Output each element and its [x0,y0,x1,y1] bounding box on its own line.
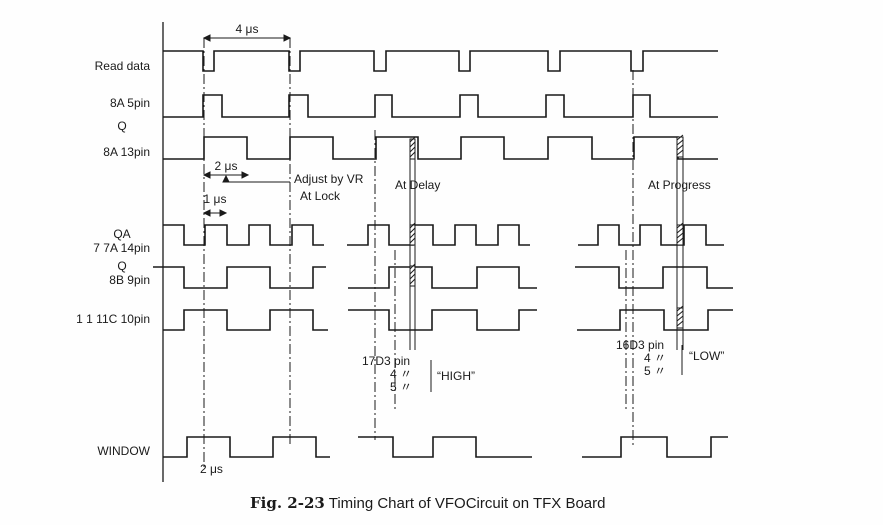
waveform-11c-10pin [163,309,733,331]
label-17d3-pin: 17D3 pin [362,354,410,368]
hatch-delay-14pin [409,222,416,246]
label-high-pin5: 5 〃 [390,380,412,394]
signal-label-7a-14pin: 7 7A 14pin [93,241,150,255]
arrow-1us [202,209,228,217]
waveform-read-data [163,50,718,72]
signal-label-8a-5pin: 8A 5pin [110,96,150,110]
signal-label-11c-10pin: 1 1 11C 10pin [76,312,150,326]
figure-title: Timing Chart of VFOCircuit on TFX Board [328,495,606,512]
label-low-state: “LOW” [689,349,724,363]
label-1us: 1 μs [204,192,227,206]
label-low-pin5: 5 〃 [644,364,666,378]
arrow-4us [202,34,292,42]
label-high-state: “HIGH” [437,369,475,383]
waveform-8a-5pin [163,94,718,118]
hatch-progress-14pin [676,222,684,246]
label-adjust-by-vr: Adjust by VR [294,172,364,186]
figure-caption: Fig. 2-23 Timing Chart of VFOCircuit on … [250,494,606,512]
label-2us: 2 μs [215,159,238,173]
signal-sublabel-7a-14pin: QA [113,227,130,241]
hatch-progress-13pin [676,134,684,158]
label-at-lock: At Lock [300,189,341,203]
waveform-window [163,436,728,458]
label-4us: 4 μs [236,22,259,36]
label-window-2us: 2 μs [200,462,223,476]
signal-sublabel-8b-9pin: Q [117,259,126,273]
label-at-delay: At Delay [395,178,440,192]
signal-label-window: WINDOW [97,444,150,458]
hatch-progress-10pin [676,305,684,329]
waveform-8a-13pin [163,136,718,160]
label-16d3-pin: 16D3 pin [616,338,664,352]
label-high-pin4: 4 〃 [390,367,412,381]
hatch-delay-13pin [409,136,416,160]
signal-sublabel-8a-13pin: Q [117,119,126,133]
signal-label-read-data: Read data [95,59,151,73]
figure-number: Fig. 2-23 [250,494,325,512]
waveform-8b-9pin [153,266,733,289]
label-at-progress: At Progress [648,178,711,192]
signal-label-8b-9pin: 8B 9pin [109,273,150,287]
waveform-7a-14pin [163,224,724,246]
hatch-delay-9pin [409,263,416,287]
label-low-pin4: 4 〃 [644,351,666,365]
signal-label-8a-13pin: 8A 13pin [103,145,150,159]
